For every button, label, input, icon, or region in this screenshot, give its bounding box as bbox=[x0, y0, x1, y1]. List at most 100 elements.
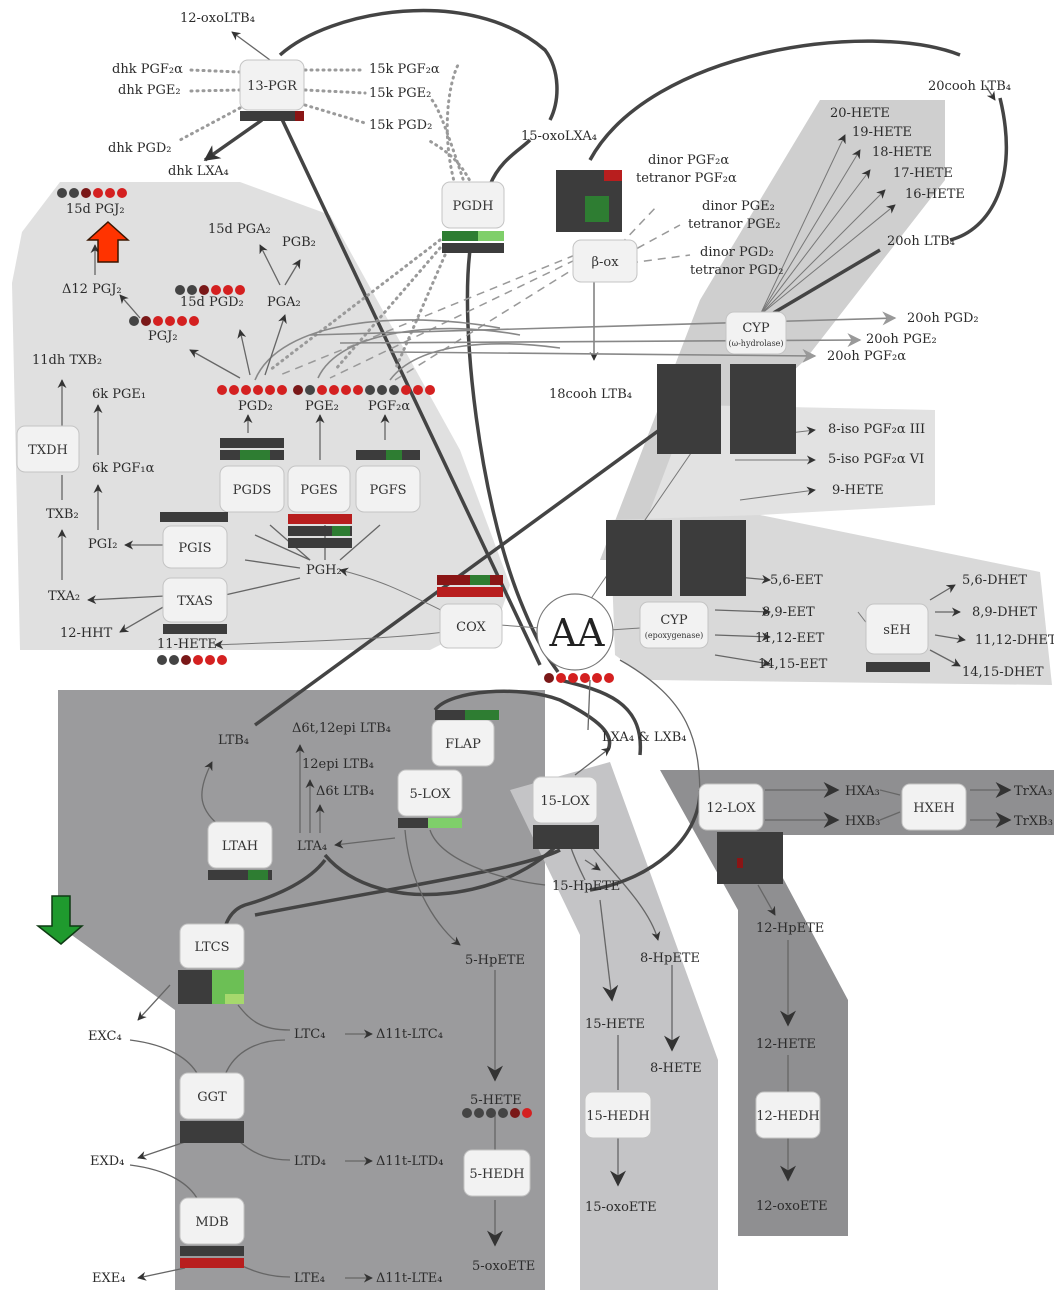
label-dinor-pgd2: dinor PGD₂ bbox=[700, 245, 774, 260]
heat-13-pgr bbox=[240, 111, 304, 121]
label-dinor-pge2: dinor PGE₂ bbox=[702, 199, 775, 214]
label-17-hete: 17-HETE bbox=[893, 166, 953, 181]
metabolite-dot-rows bbox=[57, 188, 614, 1118]
label-15k-pge2: 15k PGE₂ bbox=[369, 86, 431, 101]
svg-text:GGT: GGT bbox=[197, 1090, 227, 1105]
svg-text:CYP: CYP bbox=[742, 321, 770, 336]
label-5-iso: 5-iso PGF₂α VI bbox=[828, 452, 924, 467]
label-89-dhet: 8,9-DHET bbox=[972, 605, 1037, 620]
label-dhk-pge2: dhk PGE₂ bbox=[118, 83, 181, 98]
heat-mdb bbox=[180, 1246, 244, 1268]
svg-text:FLAP: FLAP bbox=[445, 737, 481, 752]
label-pge2: PGE₂ bbox=[305, 399, 339, 414]
region-cox bbox=[12, 182, 510, 650]
heat-5-lox bbox=[398, 818, 462, 828]
enzyme-cyp-epoxygenase: CYP (epoxygenase) bbox=[639, 601, 709, 649]
label-20oh-ltb4: 20oh LTB₄ bbox=[887, 234, 955, 249]
label-15d-pga2: 15d PGA₂ bbox=[208, 222, 271, 237]
label-1415-eet: 14,15-EET bbox=[758, 657, 828, 672]
enzyme-ltcs: LTCS bbox=[179, 923, 245, 969]
aa-node: AA bbox=[536, 593, 614, 671]
svg-text:TXAS: TXAS bbox=[177, 594, 213, 609]
label-12-hete: 12-HETE bbox=[756, 1037, 816, 1052]
enzyme-ltah: LTAH bbox=[207, 821, 273, 869]
heat-pges bbox=[288, 514, 352, 548]
label-exd4: EXD₄ bbox=[90, 1154, 124, 1169]
expression-blocks bbox=[160, 111, 930, 1268]
svg-text:CYP: CYP bbox=[660, 613, 688, 628]
label-19-hete: 19-HETE bbox=[852, 125, 912, 140]
label-d11t-ltd4: Δ11t-LTD₄ bbox=[376, 1154, 443, 1169]
enzyme-pgis: PGIS bbox=[162, 525, 228, 569]
enzyme-boxes: 13-PGR PGDH β-ox CYP(ω-hydrolase) TXDH P… bbox=[16, 59, 967, 1245]
label-dhk-pgd2: dhk PGD₂ bbox=[108, 141, 171, 156]
enzyme-cyp-hydrolase: CYP(ω-hydrolase) bbox=[725, 311, 787, 355]
svg-text:HXEH: HXEH bbox=[913, 801, 954, 816]
label-hxa3: HXA₃ bbox=[845, 784, 880, 799]
label-exc4: EXC₄ bbox=[88, 1029, 122, 1044]
label-56-eet: 5,6-EET bbox=[770, 573, 823, 588]
svg-text:sEH: sEH bbox=[883, 623, 911, 638]
svg-text:LTAH: LTAH bbox=[222, 839, 258, 854]
label-15k-pgf2a: 15k PGF₂α bbox=[369, 62, 440, 77]
svg-text:12-LOX: 12-LOX bbox=[706, 801, 756, 816]
label-12-hht: 12-HHT bbox=[60, 626, 113, 641]
down-arrow-icon bbox=[35, 895, 85, 945]
label-pgj2: PGJ₂ bbox=[148, 329, 178, 344]
label-5-hete: 5-HETE bbox=[470, 1093, 522, 1108]
dots-11-hete bbox=[157, 655, 227, 665]
svg-text:PGES: PGES bbox=[300, 483, 338, 498]
enzyme-beta-ox: β-ox bbox=[572, 239, 638, 283]
svg-text:5-HEDH: 5-HEDH bbox=[469, 1167, 524, 1182]
label-20oh-pgf2a: 20oh PGF₂α bbox=[827, 349, 906, 364]
enzyme-5-lox: 5-LOX bbox=[397, 769, 463, 817]
svg-text:PGDS: PGDS bbox=[233, 483, 271, 498]
svg-text:15-LOX: 15-LOX bbox=[540, 794, 590, 809]
heat-ltah bbox=[208, 870, 272, 880]
enzyme-hxeh: HXEH bbox=[901, 783, 967, 831]
label-15-oxoete: 15-oxoETE bbox=[585, 1200, 657, 1215]
label-20cooh-ltb4: 20cooh LTB₄ bbox=[928, 79, 1011, 94]
heat-txas bbox=[163, 624, 227, 634]
label-15k-pgd2: 15k PGD₂ bbox=[369, 118, 432, 133]
label-6k-pgf1a: 6k PGF₁α bbox=[92, 461, 155, 476]
label-d12-pgj2: Δ12 PGJ₂ bbox=[62, 282, 122, 297]
label-1112-eet: 11,12-EET bbox=[755, 631, 825, 646]
heat-pgfs bbox=[356, 450, 420, 460]
label-pga2: PGA₂ bbox=[267, 295, 301, 310]
label-6k-pge1: 6k PGE₁ bbox=[92, 387, 146, 402]
label-89-eet: 8,9-EET bbox=[762, 605, 815, 620]
label-tetranor-pgf2a: tetranor PGF₂α bbox=[636, 171, 737, 186]
label-8-hete: 8-HETE bbox=[650, 1061, 702, 1076]
label-20oh-pge2: 20oh PGE₂ bbox=[866, 332, 937, 347]
label-trxa3: TrXA₃ bbox=[1014, 784, 1052, 799]
label-11-hete: 11-HETE bbox=[157, 637, 217, 652]
label-d11t-lte4: Δ11t-LTE₄ bbox=[376, 1271, 443, 1286]
heat-ggt bbox=[180, 1121, 244, 1143]
region-lox15 bbox=[510, 762, 718, 1290]
enzyme-pgds: PGDS bbox=[219, 465, 285, 513]
label-ltd4: LTD₄ bbox=[294, 1154, 326, 1169]
region-cyp-epox bbox=[610, 515, 1052, 685]
heat-cyp-hydrolase bbox=[657, 364, 796, 454]
svg-text:5-LOX: 5-LOX bbox=[410, 787, 452, 802]
heat-pgdh bbox=[442, 231, 504, 253]
svg-text:MDB: MDB bbox=[195, 1215, 228, 1230]
up-arrow-icon bbox=[86, 220, 130, 263]
label-dinor-pgf2a: dinor PGF₂α bbox=[648, 153, 729, 168]
label-20-hete: 20-HETE bbox=[830, 106, 890, 121]
enzyme-flap: FLAP bbox=[431, 719, 495, 767]
label-8-hpete: 8-HpETE bbox=[640, 951, 700, 966]
enzyme-pgdh: PGDH bbox=[441, 181, 505, 229]
svg-text:(epoxygenase): (epoxygenase) bbox=[645, 631, 704, 640]
heat-cox bbox=[437, 575, 503, 597]
svg-text:TXDH: TXDH bbox=[28, 443, 68, 458]
metabolite-labels: 12-oxoLTB₄ dhk PGF₂α dhk PGE₂ dhk PGD₂ d… bbox=[32, 11, 1054, 1286]
enzyme-pges: PGES bbox=[287, 465, 351, 513]
svg-text:LTCS: LTCS bbox=[194, 940, 229, 955]
label-hxb3: HXB₃ bbox=[845, 814, 880, 829]
heat-ltcs bbox=[178, 970, 244, 1004]
label-12-hpete: 12-HpETE bbox=[756, 921, 824, 936]
enzyme-13-pgr: 13-PGR bbox=[239, 59, 305, 111]
label-pgd2: PGD₂ bbox=[238, 399, 273, 414]
